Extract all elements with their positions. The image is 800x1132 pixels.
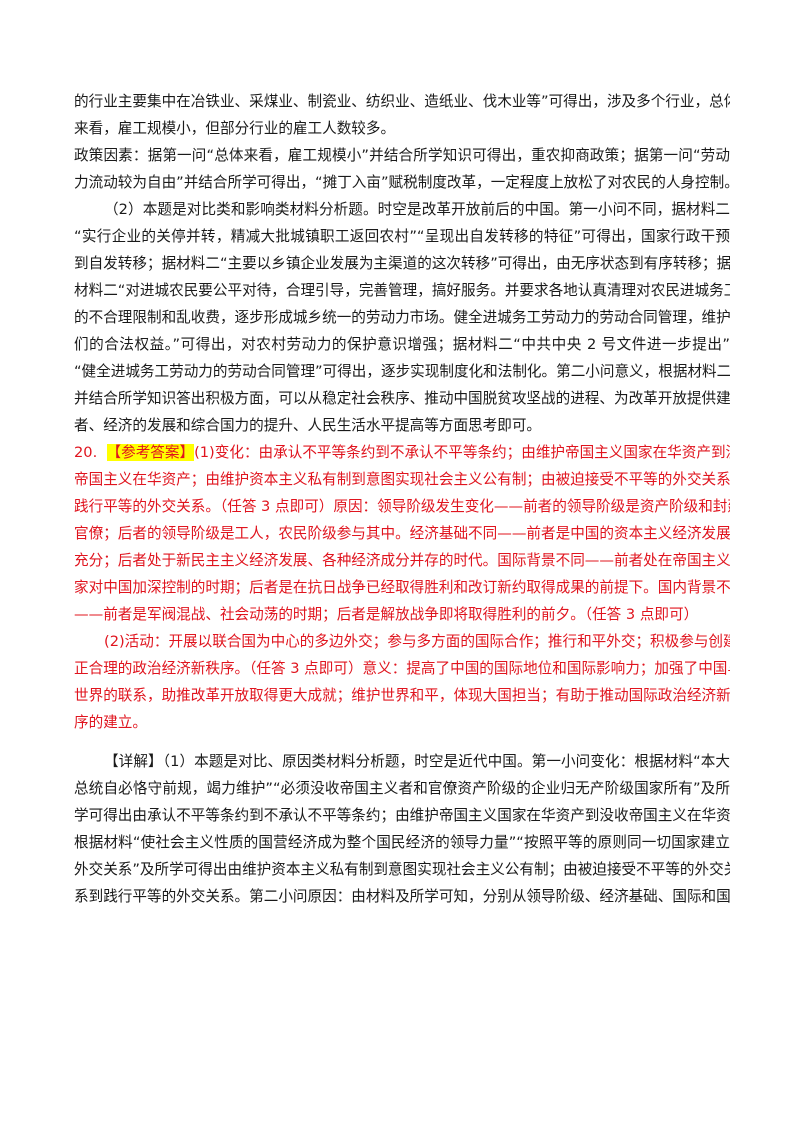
text-line: 帝国主义在华资产；由维护资本主义私有制到意图实现社会主义公有制；由被迫接受不平等…: [74, 471, 730, 488]
paragraph-industry-summary: 的行业主要集中在冶铁业、采煤业、制瓷业、纺织业、造纸业、伐木业等”可得出，涉及多…: [74, 88, 730, 142]
text-line: ——前者是军阀混战、社会动荡的时期；后者是解放战争即将取得胜利的前夕。（任答 3…: [74, 606, 699, 623]
paragraph-policy-factors: 政策因素：据第一问“总体来看，雇工规模小”并结合所学知识可得出，重农抑商政策；据…: [74, 142, 730, 196]
text-line: 政策因素：据第一问“总体来看，雇工规模小”并结合所学知识可得出，重农抑商政策；据…: [74, 147, 730, 164]
text-line: 序的建立。: [74, 714, 147, 731]
text-line: 材料二“对进城农民要公平对待，合理引导，完善管理，搞好服务。并要求各地认真清理对…: [74, 282, 730, 299]
text-line: 世界的联系，助推改革开放取得更大成就；维护世界和平，体现大国担当；有助于推动国际…: [74, 687, 730, 704]
text-line: 的不合理限制和乱收费，逐步形成城乡统一的劳动力市场。健全进城务工劳动力的劳动合同…: [74, 309, 730, 326]
text-line: 到自发转移；据材料二“主要以乡镇企业发展为主渠道的这次转移”可得出，由无序状态到…: [74, 255, 730, 272]
document-page: 的行业主要集中在冶铁业、采煤业、制瓷业、纺织业、造纸业、伐木业等”可得出，涉及多…: [74, 88, 730, 910]
text-line: 【详解】（1）本题是对比、原因类材料分析题，时空是近代中国。第一小问变化：根据材…: [104, 753, 730, 770]
text-line: 来看，雇工规模小，但部分行业的雇工人数较多。: [74, 120, 396, 137]
answer-text: (1)变化：由承认不平等条约到不承认不平等条约；由维护帝国主义国家在华资产到没收: [194, 444, 730, 461]
reference-answer-20: 20. 【参考答案】(1)变化：由承认不平等条约到不承认不平等条约；由维护帝国主…: [74, 439, 730, 736]
text-line: 系到践行平等的外交关系。第二小问原因：由材料及所学可知，分别从领导阶级、经济基础…: [74, 888, 730, 905]
text-line: 力流动较为自由”并结合所学可得出，“摊丁入亩”赋税制度改革，一定程度上放松了对农…: [74, 174, 730, 191]
text-line: 践行平等的外交关系。（任答 3 点即可）原因：领导阶级发生变化——前者的领导阶级…: [74, 498, 730, 515]
text-line: “健全进城务工劳动力的劳动合同管理”可得出，逐步实现制度化和法制化。第二小问意义…: [74, 363, 730, 380]
detailed-explanation: 【详解】（1）本题是对比、原因类材料分析题，时空是近代中国。第一小问变化：根据材…: [74, 748, 730, 910]
question-number: 20.: [74, 444, 98, 461]
paragraph-question-2-analysis: （2）本题是对比类和影响类材料分析题。时空是改革开放前后的中国。第一小问不同，据…: [74, 196, 730, 439]
text-line: 根据材料“使社会主义性质的国营经济成为整个国民经济的领导力量”“按照平等的原则同…: [74, 834, 730, 851]
text-line: 外交关系”及所学可得出由维护资本主义私有制到意图实现社会主义公有制；由被迫接受不…: [74, 861, 730, 878]
text-line: 者、经济的发展和综合国力的提升、人民生活水平提高等方面思考即可。: [74, 417, 542, 434]
text-line: （2）本题是对比类和影响类材料分析题。时空是改革开放前后的中国。第一小问不同，据…: [104, 201, 730, 218]
text-line: “实行企业的关停并转，精减大批城镇职工返回农村”“呈现出自发转移的特征”可得出，…: [74, 228, 730, 245]
text-line: 官僚；后者的领导阶级是工人，农民阶级参与其中。经济基础不同——前者是中国的资本主…: [74, 525, 730, 542]
text-line: 充分；后者处于新民主主义经济发展、各种经济成分并存的时代。国际背景不同——前者处…: [74, 552, 730, 569]
answer-tag-badge: 【参考答案】: [106, 444, 195, 461]
text-line: (2)活动：开展以联合国为中心的多边外交；参与多方面的国际合作；推行和平外交；积…: [104, 633, 730, 650]
text-line: 并结合所学知识答出积极方面，可以从稳定社会秩序、推动中国脱贫攻坚战的进程、为改革…: [74, 390, 730, 407]
answer-first-line: 20. 【参考答案】(1)变化：由承认不平等条约到不承认不平等条约；由维护帝国主…: [74, 439, 730, 466]
text-line: 正合理的政治经济新秩序。（任答 3 点即可）意义：提高了中国的国际地位和国际影响…: [74, 660, 730, 677]
text-line: 学可得出由承认不平等条约到不承认不平等条约；由维护帝国主义国家在华资产到没收帝国…: [74, 807, 730, 824]
text-line: 的行业主要集中在冶铁业、采煤业、制瓷业、纺织业、造纸业、伐木业等”可得出，涉及多…: [74, 93, 730, 110]
text-line: 总统自必恪守前规，竭力维护”“必须没收帝国主义者和官僚资产阶级的企业归无产阶级国…: [74, 780, 730, 797]
text-line: 们的合法权益。”可得出，对农村劳动力的保护意识增强；据材料二“中共中央 2 号文…: [74, 336, 730, 353]
text-line: 家对中国加深控制的时期；后者是在抗日战争已经取得胜利和改订新约取得成果的前提下。…: [74, 579, 730, 596]
